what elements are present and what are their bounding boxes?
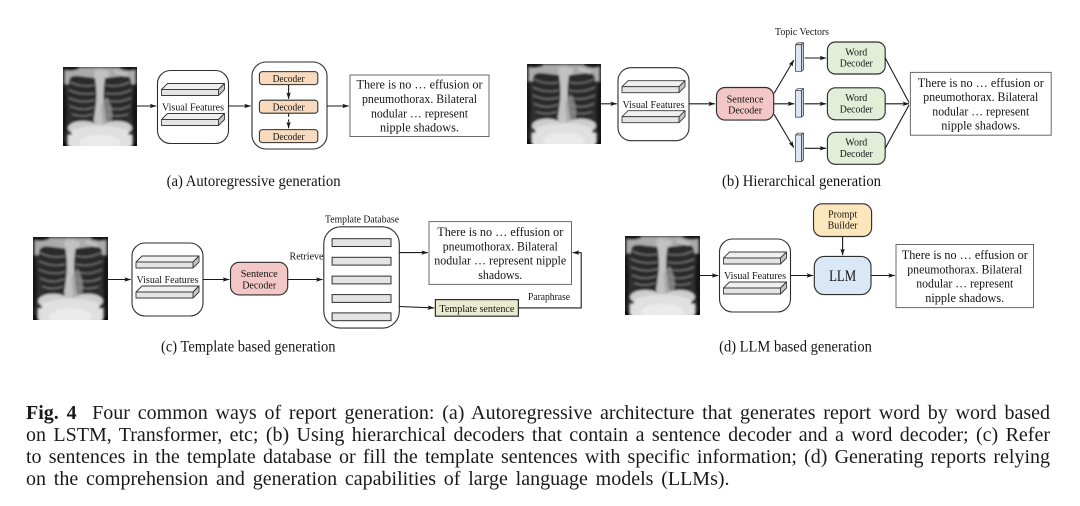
svg-text:Sentence: Sentence — [727, 93, 764, 105]
svg-text:There is no … effusion or: There is no … effusion or — [918, 76, 1045, 90]
svg-text:nipple shadows.: nipple shadows. — [380, 121, 459, 135]
svg-text:There is no … effusion or: There is no … effusion or — [437, 225, 564, 239]
svg-text:pneumothorax. Bilateral: pneumothorax. Bilateral — [923, 90, 1038, 104]
svg-text:(a) Autoregressive generation: (a) Autoregressive generation — [167, 173, 341, 190]
svg-text:pneumothorax. Bilateral: pneumothorax. Bilateral — [362, 92, 477, 106]
svg-text:Word: Word — [845, 46, 867, 58]
svg-text:LLM: LLM — [829, 268, 856, 285]
svg-text:(b) Hierarchical generation: (b) Hierarchical generation — [722, 173, 881, 190]
svg-text:Decoder: Decoder — [273, 101, 305, 113]
svg-text:nipple shadows.: nipple shadows. — [941, 119, 1020, 133]
svg-text:Sentence: Sentence — [241, 268, 278, 280]
svg-text:(c) Template based generation: (c) Template based generation — [161, 338, 336, 355]
svg-text:Word: Word — [845, 92, 867, 104]
svg-text:Decoder: Decoder — [273, 73, 305, 85]
svg-text:There is no … effusion or: There is no … effusion or — [902, 248, 1029, 262]
svg-text:Builder: Builder — [828, 220, 858, 232]
svg-text:There is no … effusion or: There is no … effusion or — [357, 78, 484, 92]
svg-text:nipple shadows.: nipple shadows. — [925, 291, 1004, 305]
svg-text:Visual Features: Visual Features — [724, 270, 786, 282]
svg-text:Decoder: Decoder — [728, 105, 762, 117]
svg-text:nodular … represent: nodular … represent — [916, 277, 1013, 291]
svg-text:Decoder: Decoder — [840, 104, 873, 116]
svg-text:Visual Features: Visual Features — [137, 274, 199, 286]
svg-text:Template Database: Template Database — [325, 214, 399, 226]
svg-text:Template sentence: Template sentence — [439, 303, 514, 315]
svg-text:Topic Vectors: Topic Vectors — [775, 26, 829, 38]
svg-text:Paraphrase: Paraphrase — [528, 291, 570, 303]
svg-text:Visual Features: Visual Features — [623, 99, 685, 111]
svg-text:pneumothorax. Bilateral: pneumothorax. Bilateral — [907, 262, 1022, 276]
svg-text:pneumothorax. Bilateral: pneumothorax. Bilateral — [443, 239, 558, 253]
svg-text:Prompt: Prompt — [828, 208, 857, 220]
svg-text:Decoder: Decoder — [840, 58, 873, 70]
svg-text:Visual Features: Visual Features — [162, 102, 224, 114]
svg-text:nodular … represent: nodular … represent — [371, 106, 468, 120]
svg-text:shadows.: shadows. — [478, 268, 522, 282]
svg-text:Decoder: Decoder — [840, 148, 873, 160]
svg-text:Retrieve: Retrieve — [290, 251, 324, 263]
svg-text:Decoder: Decoder — [242, 279, 276, 291]
svg-text:Word: Word — [845, 137, 867, 149]
svg-text:nodular … represent: nodular … represent — [932, 104, 1029, 118]
svg-text:Decoder: Decoder — [273, 131, 305, 143]
svg-text:nodular … represent nipple: nodular … represent nipple — [434, 254, 566, 268]
svg-text:(d) LLM based generation: (d) LLM based generation — [719, 338, 872, 355]
